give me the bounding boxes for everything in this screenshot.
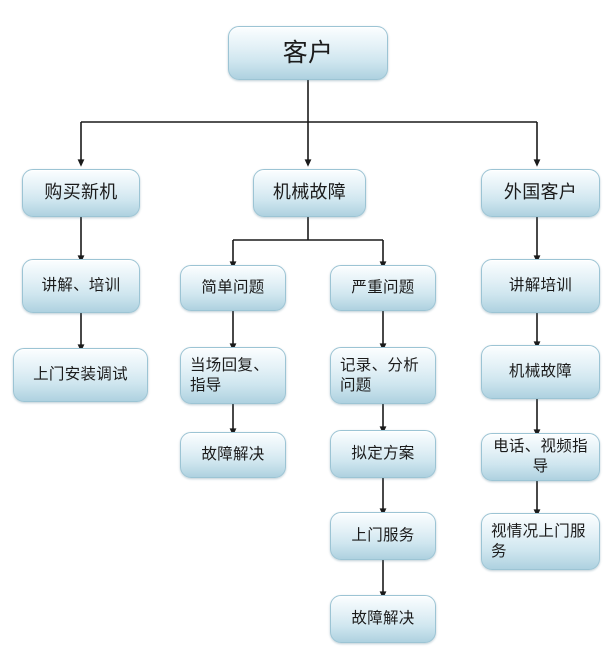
node-left-onsite-install-label: 上门安装调试: [33, 365, 128, 384]
node-branch-fault-label: 机械故障: [272, 182, 347, 204]
node-record-analyze-label: 记录、分析问题: [340, 355, 420, 394]
node-severe-problem[interactable]: 严重问题: [330, 265, 436, 311]
node-simple-resolved-label: 故障解决: [201, 445, 265, 464]
node-branch-new-machine[interactable]: 购买新机: [22, 169, 140, 217]
node-branch-new-machine-label: 购买新机: [44, 182, 118, 204]
node-onsite-reply-guide[interactable]: 当场回复、指导: [180, 347, 286, 404]
node-severe-resolved[interactable]: 故障解决: [330, 595, 436, 643]
node-left-explain-train-label: 讲解、培训: [41, 276, 121, 295]
node-record-analyze[interactable]: 记录、分析问题: [330, 347, 436, 404]
node-severe-problem-label: 严重问题: [351, 278, 415, 297]
node-left-onsite-install[interactable]: 上门安装调试: [13, 348, 148, 402]
node-onsite-reply-guide-label: 当场回复、指导: [190, 355, 270, 394]
node-right-machine-fault[interactable]: 机械故障: [481, 345, 600, 399]
node-branch-fault[interactable]: 机械故障: [253, 169, 366, 217]
node-left-explain-train[interactable]: 讲解、培训: [22, 259, 140, 313]
node-draft-plan[interactable]: 拟定方案: [330, 430, 436, 478]
node-phone-video-guide-label: 电话、视频指导: [493, 437, 588, 475]
node-right-machine-fault-label: 机械故障: [508, 362, 573, 381]
node-right-explain-train[interactable]: 讲解培训: [481, 259, 600, 313]
node-simple-problem-label: 简单问题: [201, 278, 265, 297]
node-root-label: 客户: [282, 38, 334, 67]
node-right-explain-train-label: 讲解培训: [508, 276, 573, 295]
node-simple-resolved[interactable]: 故障解决: [180, 432, 286, 478]
node-conditional-onsite-label: 视情况上门服务: [491, 521, 586, 560]
node-onsite-service[interactable]: 上门服务: [330, 512, 436, 560]
node-root[interactable]: 客户: [228, 26, 388, 80]
node-severe-resolved-label: 故障解决: [351, 609, 415, 628]
node-conditional-onsite[interactable]: 视情况上门服务: [481, 513, 600, 570]
node-phone-video-guide[interactable]: 电话、视频指导: [481, 433, 600, 481]
node-branch-foreign-label: 外国客户: [503, 182, 578, 204]
node-onsite-service-label: 上门服务: [351, 526, 415, 545]
node-simple-problem[interactable]: 简单问题: [180, 265, 286, 311]
node-draft-plan-label: 拟定方案: [351, 444, 415, 463]
node-branch-foreign[interactable]: 外国客户: [481, 169, 600, 217]
